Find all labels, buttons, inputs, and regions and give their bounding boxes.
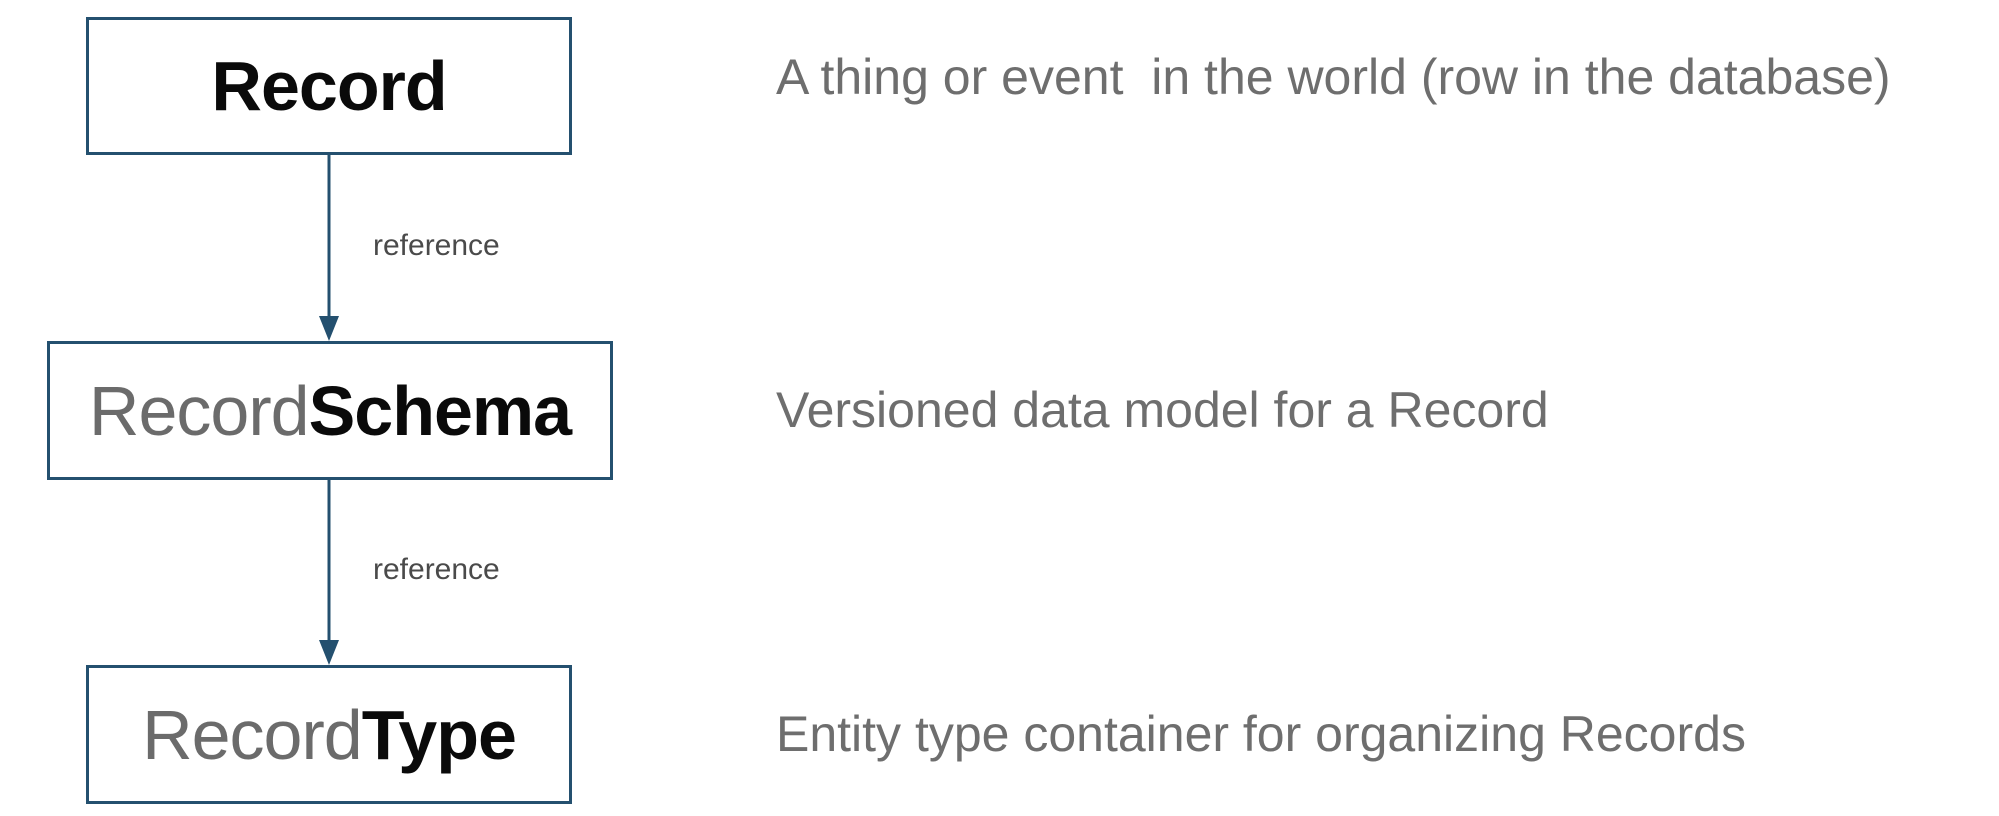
record-schema-box-light-text: Record [88, 371, 310, 450]
record-box: Record [86, 17, 572, 155]
edge-label-schema-type: reference [373, 553, 500, 586]
arrow-record-to-schema [319, 155, 339, 341]
record-schema-description: Versioned data model for a Record [776, 382, 1549, 438]
record-description: A thing or event in the world (row in th… [776, 49, 1891, 105]
record-type-box-bold-text: Type [361, 695, 517, 774]
arrow-schema-to-type [319, 480, 339, 665]
record-type-description: Entity type container for organizing Rec… [776, 706, 1746, 762]
edge-label-record-schema: reference [373, 229, 500, 262]
record-box-bold-text: Record [211, 47, 447, 125]
record-schema-box-bold-text: Schema [308, 371, 572, 450]
record-type-box-light-text: Record [142, 695, 363, 774]
